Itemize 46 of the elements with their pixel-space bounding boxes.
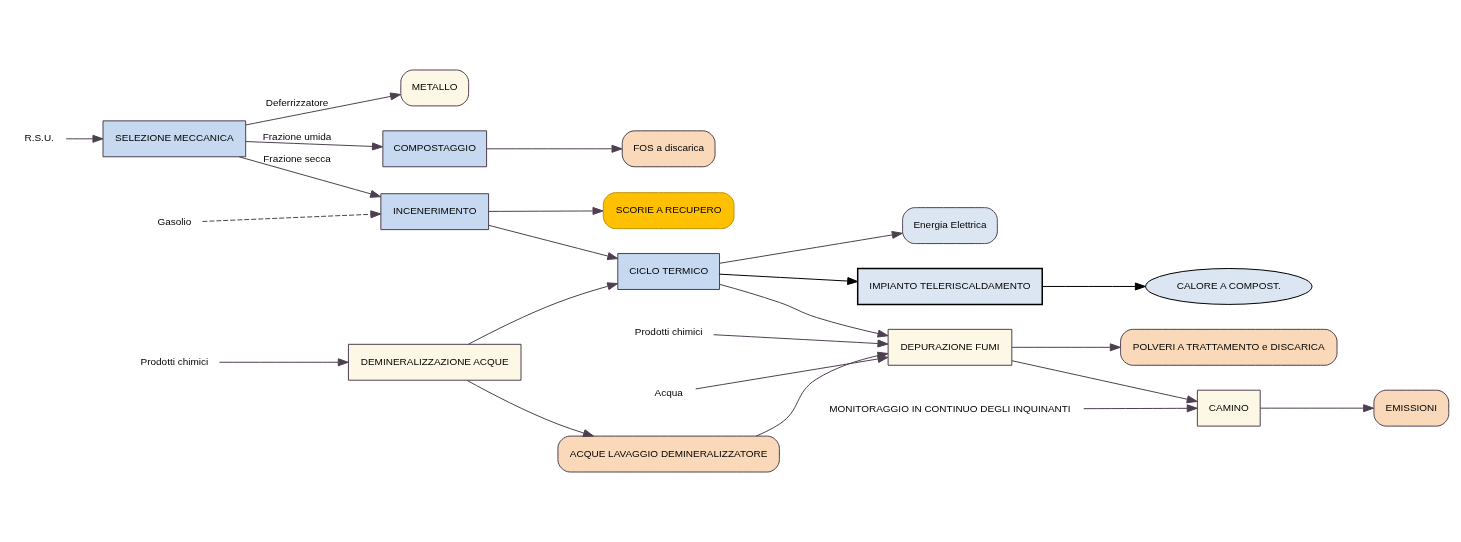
edge-label: Frazione secca (263, 152, 331, 164)
edge-label: Deferrizzatore (265, 96, 329, 108)
arrow (65, 134, 104, 143)
node-box: FOS a discarica (621, 130, 716, 168)
edge-label: Frazione umida (262, 130, 332, 142)
node-box: Energia Elettrica (902, 207, 998, 245)
arrow (1041, 282, 1146, 291)
arrow (486, 144, 623, 153)
node-box: COMPOSTAGGIO (382, 130, 488, 168)
node-box: SCORIE A RECUPERO (602, 192, 735, 230)
arrow (1011, 360, 1198, 404)
arrow (219, 358, 349, 367)
arrow (695, 355, 889, 390)
node-box: EMISSIONI (1373, 389, 1450, 427)
node-ellipse: CALORE A COMPOST. (1145, 268, 1313, 305)
node-box: SELEZIONE MECCANICA (102, 120, 247, 158)
node-text: MONITORAGGIO IN CONTINUO DEGLI INQUINANTI (829, 402, 1071, 414)
node-box: CICLO TERMICO (617, 253, 721, 290)
arrow (713, 334, 889, 348)
node-text: Acqua (654, 386, 683, 398)
arrow (488, 206, 604, 215)
node-box: POLVERI A TRATTAMENTO e DISCARICA (1120, 328, 1338, 366)
node-box: IMPIANTO TELERISCALDAMENTO (856, 267, 1043, 306)
node-text: R.S.U. (24, 132, 54, 144)
node-box: DEPURAZIONE FUMI (887, 328, 1013, 366)
arrow (488, 224, 619, 260)
node-text: Prodotti chimici (634, 325, 703, 337)
arrow (1083, 404, 1198, 413)
node-box: METALLO (400, 69, 470, 107)
node-box: DEMINERALIZZAZIONE ACQUE (347, 343, 522, 381)
node-box: INCENERIMENTO (380, 193, 490, 231)
arrow (467, 282, 619, 345)
arrow (202, 210, 382, 222)
arrow (719, 273, 859, 286)
arrow (1011, 343, 1121, 352)
node-text: Prodotti chimici (140, 355, 209, 367)
arrow (719, 283, 889, 338)
arrow (238, 156, 382, 198)
node-box: CAMINO (1196, 389, 1261, 427)
node-box: ACQUE LAVAGGIO DEMINERALIZZATORE (557, 435, 780, 473)
arrow (245, 92, 402, 126)
arrow (245, 141, 383, 151)
arrow (1259, 404, 1375, 413)
arrow (466, 379, 594, 437)
arrow (719, 230, 903, 264)
node-text: Gasolio (157, 216, 192, 228)
